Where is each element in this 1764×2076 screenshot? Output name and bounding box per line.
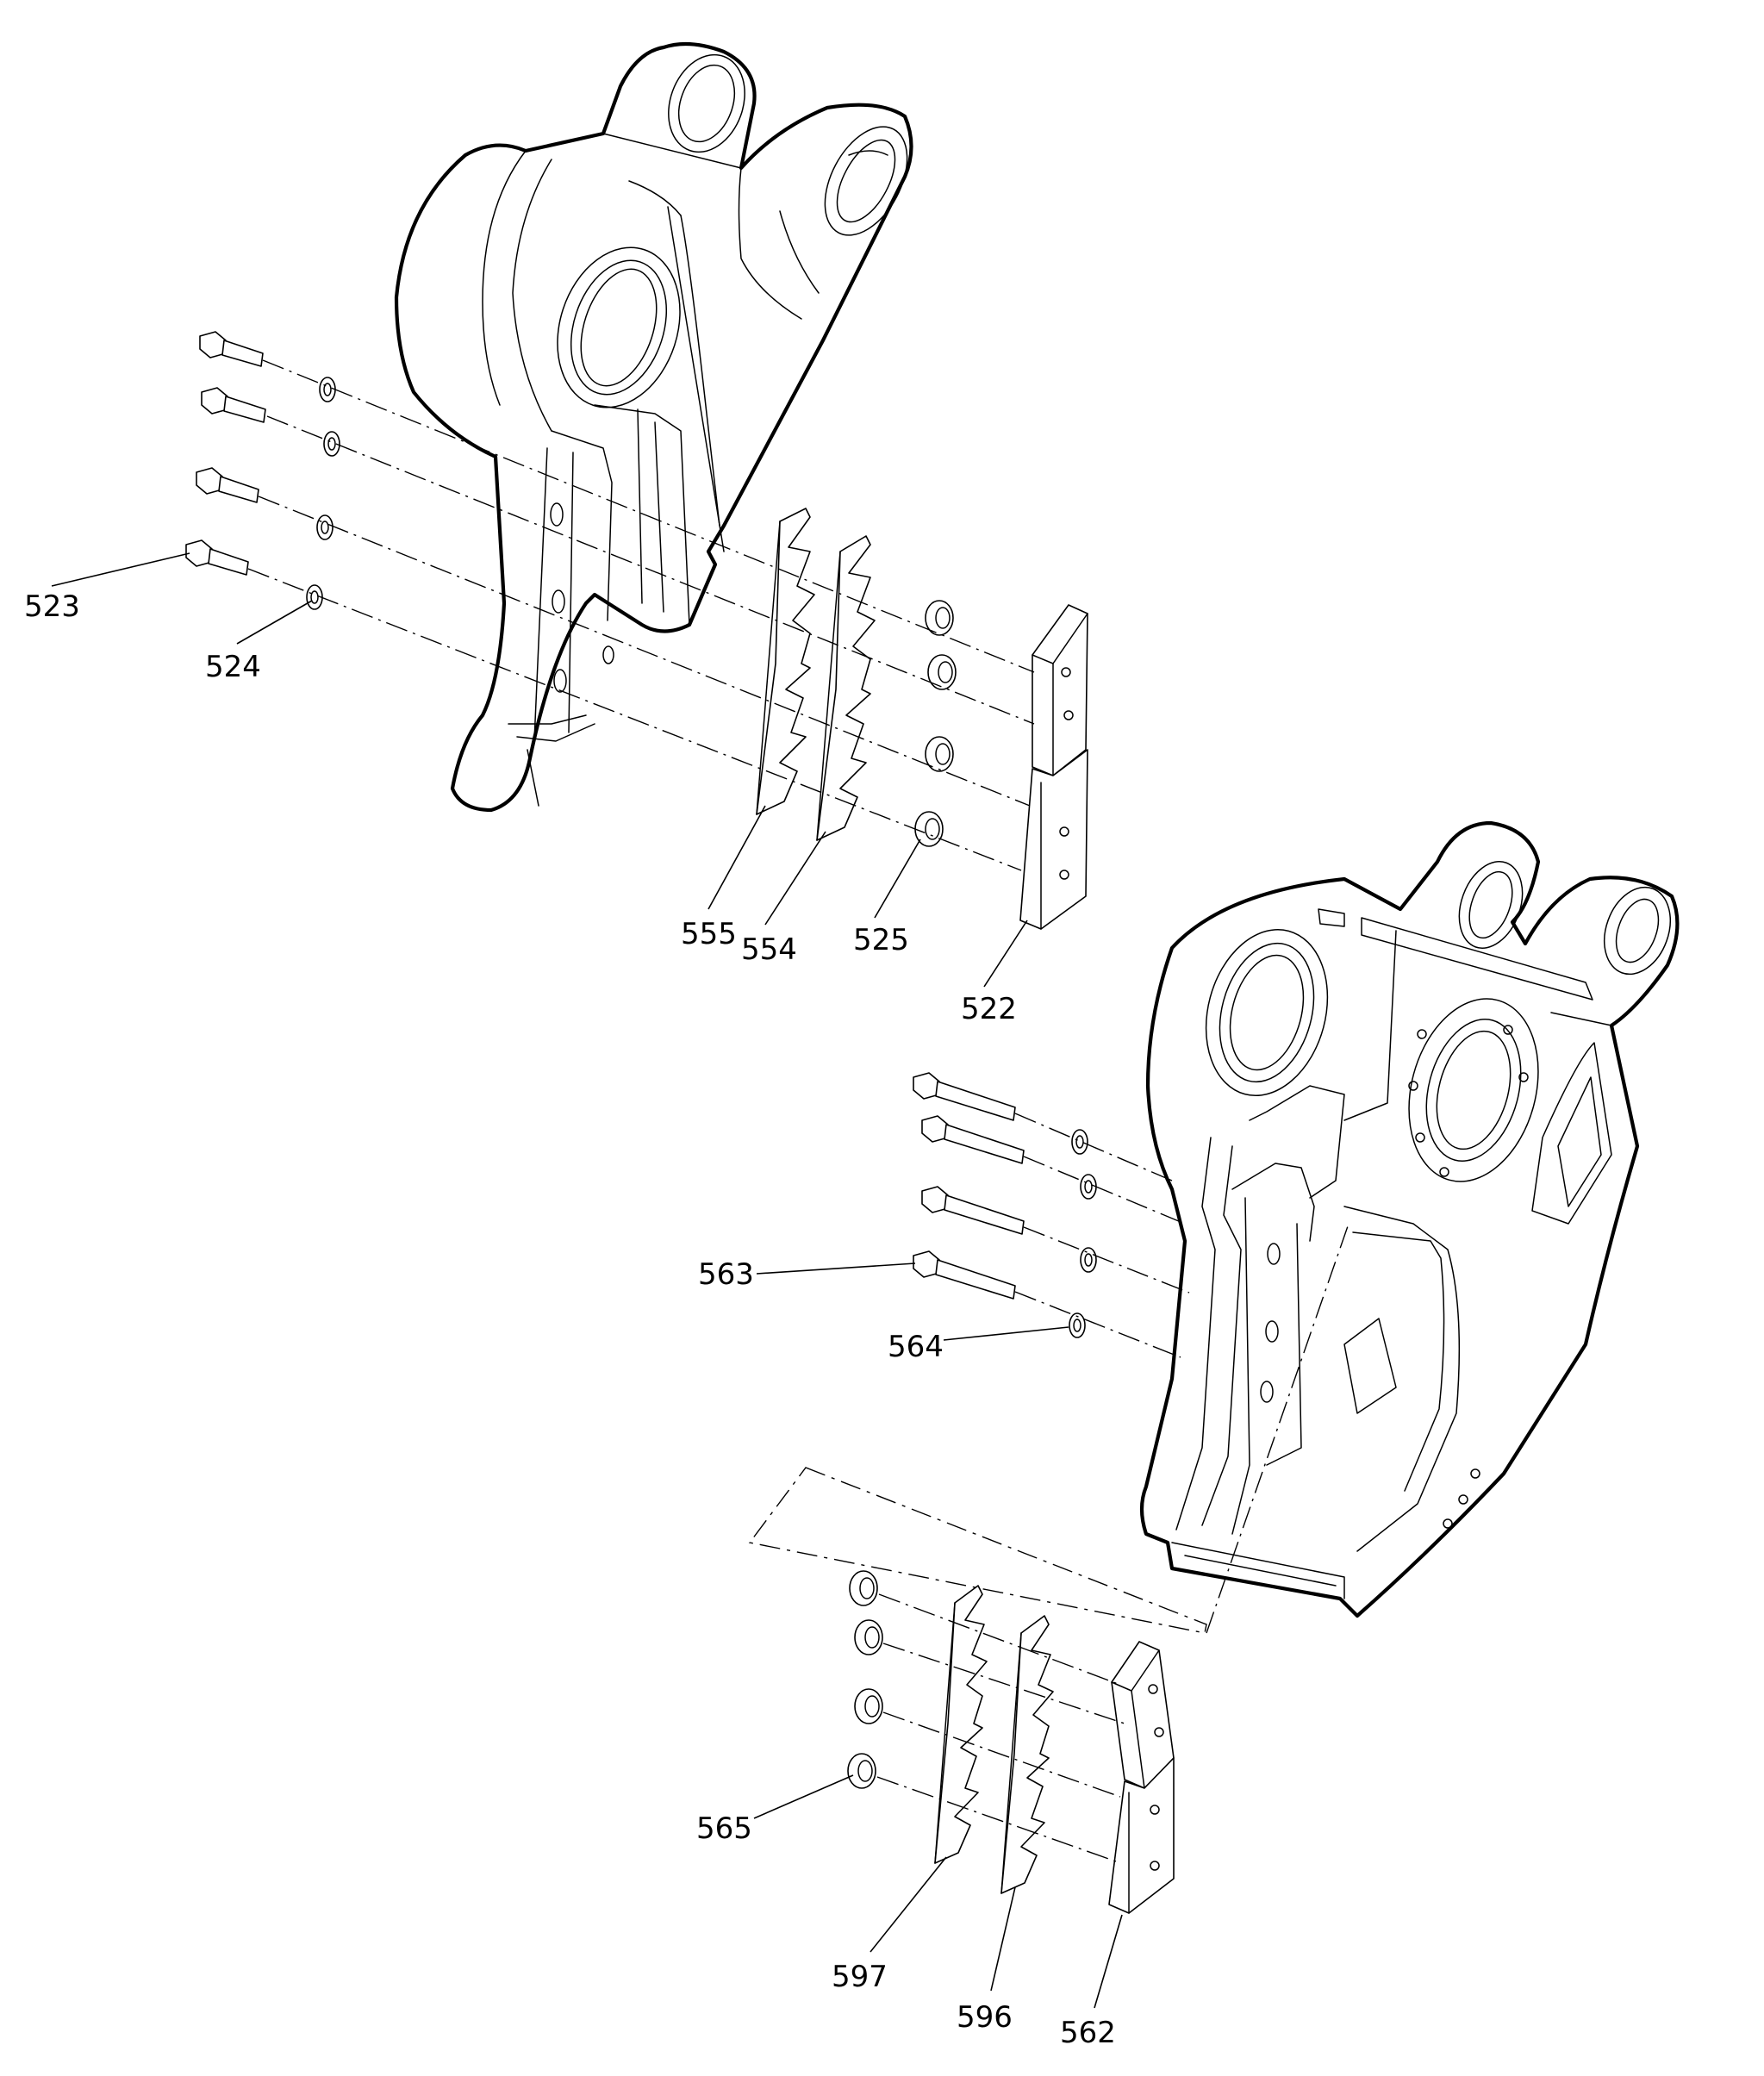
upper-housing [394, 41, 913, 813]
callout-555: 555 [681, 805, 766, 951]
callout-label-564: 564 [888, 1330, 944, 1364]
callout-label-524: 524 [205, 650, 261, 684]
callout-523: 523 [24, 552, 190, 624]
bolt [199, 331, 264, 367]
callout-label-525: 525 [853, 923, 909, 957]
callout-label-523: 523 [24, 589, 80, 624]
wear-plate-522 [1019, 604, 1088, 930]
callout-label-565: 565 [696, 1811, 752, 1846]
bolt [196, 467, 259, 503]
callout-522: 522 [961, 920, 1028, 1026]
callout-label-563: 563 [698, 1257, 754, 1292]
callout-554: 554 [741, 831, 826, 967]
shim-pack-597 [934, 1585, 988, 1864]
lower-axis-lines [748, 1113, 1349, 1862]
bolt [185, 539, 249, 576]
lower-bolts [913, 1072, 1025, 1300]
lower-washers [1069, 1129, 1097, 1338]
callout-label-555: 555 [681, 917, 737, 951]
shim-pack-596 [1000, 1615, 1054, 1894]
spacer [927, 654, 957, 690]
callout-525: 525 [853, 839, 921, 957]
spacer [847, 1753, 876, 1789]
callout-565: 565 [696, 1774, 854, 1846]
lower-housing [1139, 820, 1680, 1618]
shim-pack-554 [816, 535, 876, 841]
callout-label-597: 597 [832, 1960, 888, 1994]
spacer [925, 600, 954, 636]
upper-axis-lines [247, 359, 1035, 871]
washer [1080, 1174, 1097, 1200]
bolt [913, 1250, 1016, 1300]
upper-bolts [185, 331, 266, 576]
bolt [201, 387, 266, 423]
wear-plate-562 [1108, 1641, 1175, 1914]
bolt [921, 1115, 1025, 1164]
callout-label-522: 522 [961, 992, 1017, 1026]
callout-label-562: 562 [1060, 2016, 1116, 2050]
spacer [925, 736, 954, 772]
bolt [921, 1186, 1025, 1235]
washer [1069, 1312, 1086, 1338]
spacer [854, 1688, 883, 1724]
washer [1071, 1129, 1088, 1155]
lower-spacers [847, 1570, 883, 1789]
callout-597: 597 [832, 1856, 947, 1994]
washer [1080, 1247, 1097, 1273]
spacer [849, 1570, 878, 1606]
washer [316, 514, 333, 540]
callout-564: 564 [888, 1326, 1069, 1364]
spacer [854, 1619, 883, 1655]
bolt [913, 1072, 1016, 1121]
callout-524: 524 [205, 600, 313, 684]
callout-562: 562 [1060, 1914, 1123, 2050]
callout-596: 596 [957, 1886, 1016, 2035]
upper-washers [306, 377, 340, 610]
callout-label-596: 596 [957, 2000, 1013, 2035]
callout-563: 563 [698, 1257, 916, 1292]
upper-spacers [914, 600, 957, 847]
washer [319, 377, 336, 402]
shim-pack-555 [756, 508, 815, 815]
callout-label-554: 554 [741, 932, 797, 967]
washer [323, 431, 340, 457]
